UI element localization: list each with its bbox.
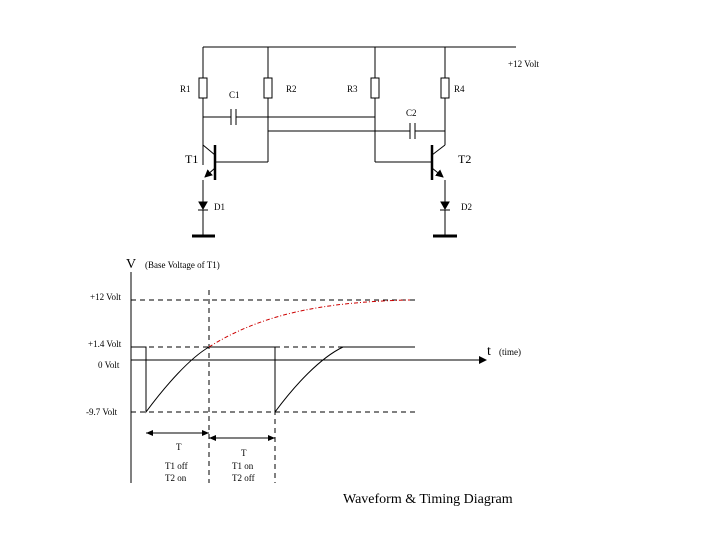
- transistor-t1: [202, 144, 217, 202]
- r3-label: R3: [347, 84, 358, 94]
- level-label-minus9v7: -9.7 Volt: [86, 407, 118, 417]
- r4-label: R4: [454, 84, 465, 94]
- capacitor-c2: [268, 123, 445, 139]
- c1-label: C1: [229, 90, 240, 100]
- diagram-title: Waveform & Timing Diagram: [343, 492, 513, 507]
- phase1-line1: T1 off: [165, 461, 188, 471]
- level-label-12v: +12 Volt: [90, 292, 122, 302]
- c2-label: C2: [406, 108, 417, 118]
- timing-arrows: [146, 430, 275, 441]
- d1-label: D1: [214, 202, 225, 212]
- t1-label: T1: [185, 152, 198, 166]
- v-axis-label: V: [126, 257, 136, 272]
- waveform-axes: [130, 272, 487, 483]
- level-label-0v: 0 Volt: [98, 360, 120, 370]
- base-voltage-trace: [131, 346, 410, 414]
- t-axis-note: (time): [499, 347, 521, 357]
- diode-d2: [433, 201, 457, 238]
- period-label-2: T: [241, 448, 247, 458]
- phase2-line2: T2 off: [232, 473, 255, 483]
- capacitor-c1: [203, 109, 375, 125]
- circuit-schematic: [192, 46, 516, 238]
- t-axis-label: t: [487, 344, 491, 359]
- resistor-r1: [198, 47, 208, 165]
- supply-label: +12 Volt: [508, 59, 540, 69]
- phase2-line1: T1 on: [232, 461, 254, 471]
- resistor-r4: [440, 47, 450, 145]
- reference-lines: [131, 290, 415, 483]
- r2-label: R2: [286, 84, 297, 94]
- resistor-r2: [263, 47, 273, 162]
- d2-label: D2: [461, 202, 472, 212]
- period-label-1: T: [176, 442, 182, 452]
- diode-d1: [192, 201, 215, 238]
- v-axis-note: (Base Voltage of T1): [145, 260, 220, 270]
- level-label-1v4: +1.4 Volt: [88, 339, 122, 349]
- resistor-r3: [370, 47, 380, 162]
- transistor-t2: [430, 144, 446, 202]
- t2-label: T2: [458, 152, 471, 166]
- phase1-line2: T2 on: [165, 473, 187, 483]
- asymptote-curve: [208, 299, 411, 348]
- r1-label: R1: [180, 84, 191, 94]
